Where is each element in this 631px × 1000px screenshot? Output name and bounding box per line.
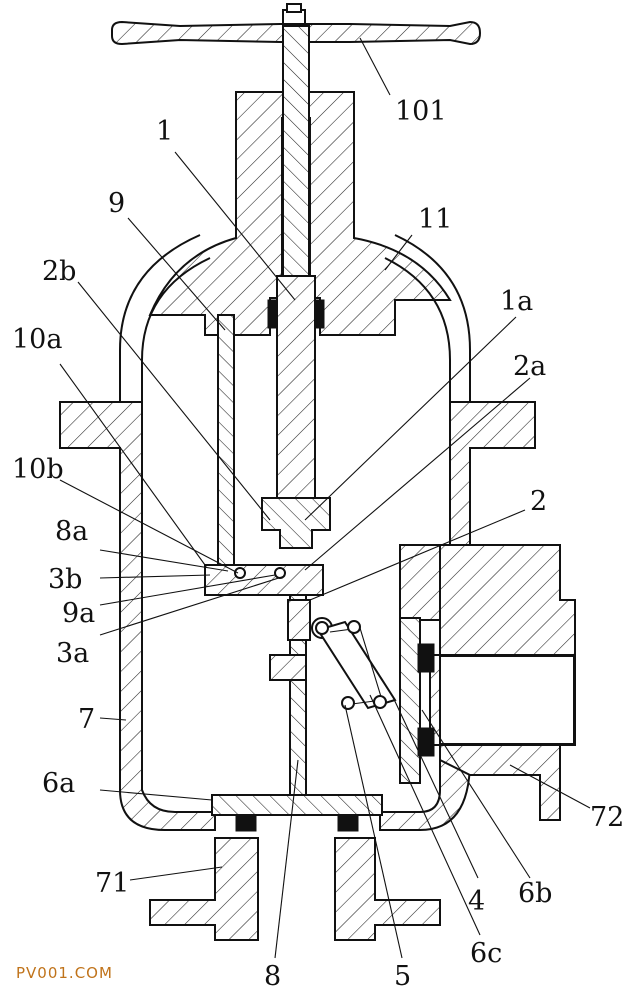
label-8: 8 — [264, 961, 281, 992]
label-72: 72 — [590, 802, 624, 833]
label-9a: 9a — [62, 598, 95, 629]
label-10a: 10a — [12, 324, 62, 355]
disc — [211, 794, 383, 832]
label-10b: 10b — [12, 454, 64, 485]
watermark: PV001.COM — [16, 964, 113, 982]
leader-lines — [59, 37, 591, 959]
label-101: 101 — [395, 96, 447, 127]
label-1: 1 — [156, 116, 173, 147]
label-4: 4 — [468, 886, 485, 917]
label-8a: 8a — [55, 516, 88, 547]
side-gate — [399, 617, 435, 784]
stem — [261, 25, 331, 549]
label-2: 2 — [530, 486, 547, 517]
label-6c: 6c — [470, 938, 502, 969]
label-2b: 2b — [42, 256, 76, 287]
outlet-port — [429, 544, 576, 821]
label-3b: 3b — [48, 564, 82, 595]
inlet-port — [149, 837, 441, 941]
part-labels: 101 1 9 11 2b 1a 10a 2a 10b 2 8a 3b 9a 3… — [12, 96, 624, 992]
label-71: 71 — [95, 868, 129, 899]
label-5: 5 — [394, 961, 411, 992]
label-1a: 1a — [500, 286, 533, 317]
label-11: 11 — [418, 204, 452, 235]
label-7: 7 — [78, 704, 95, 735]
label-2a: 2a — [513, 351, 546, 382]
label-3a: 3a — [56, 638, 89, 669]
label-9: 9 — [108, 188, 125, 219]
linkage — [315, 620, 397, 710]
label-6b: 6b — [518, 878, 552, 909]
label-6a: 6a — [42, 768, 75, 799]
